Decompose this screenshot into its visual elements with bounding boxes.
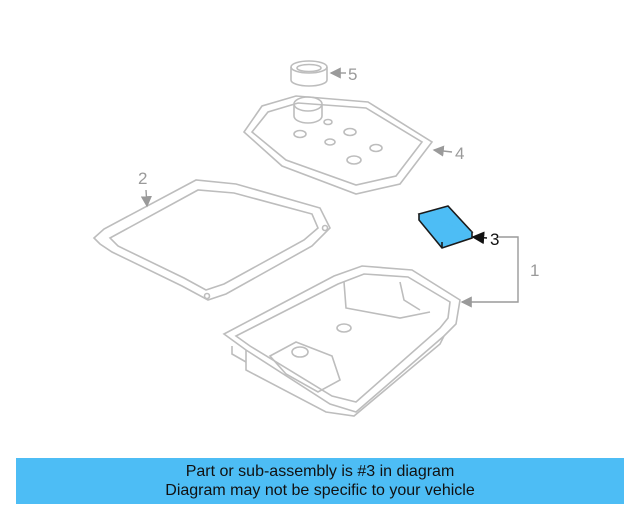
callout-3[interactable]: 3 [471,230,499,249]
callout-3-label: 3 [490,230,499,249]
callout-4-label: 4 [455,144,464,163]
callout-5[interactable]: 5 [329,65,357,84]
callout-5-label: 5 [348,65,357,84]
parts-diagram: 5 4 2 3 [92,60,539,417]
part-1-oil-pan[interactable] [222,265,461,417]
callout-2[interactable]: 2 [138,169,152,208]
callout-1-label: 1 [530,261,539,280]
part-5-seal[interactable] [290,60,328,87]
part-2-gasket[interactable] [92,179,331,301]
banner-line-1: Part or sub-assembly is #3 in diagram [185,463,455,480]
part-4-filter-assembly[interactable] [242,95,434,195]
info-banner: Part or sub-assembly is #3 in diagram Di… [16,458,624,504]
callout-1-bracket[interactable]: 1 [460,236,539,308]
part-3-filter[interactable] [417,205,474,249]
callout-2-label: 2 [138,169,147,188]
banner-line-2: Diagram may not be specific to your vehi… [165,482,475,499]
callout-4[interactable]: 4 [432,144,464,163]
